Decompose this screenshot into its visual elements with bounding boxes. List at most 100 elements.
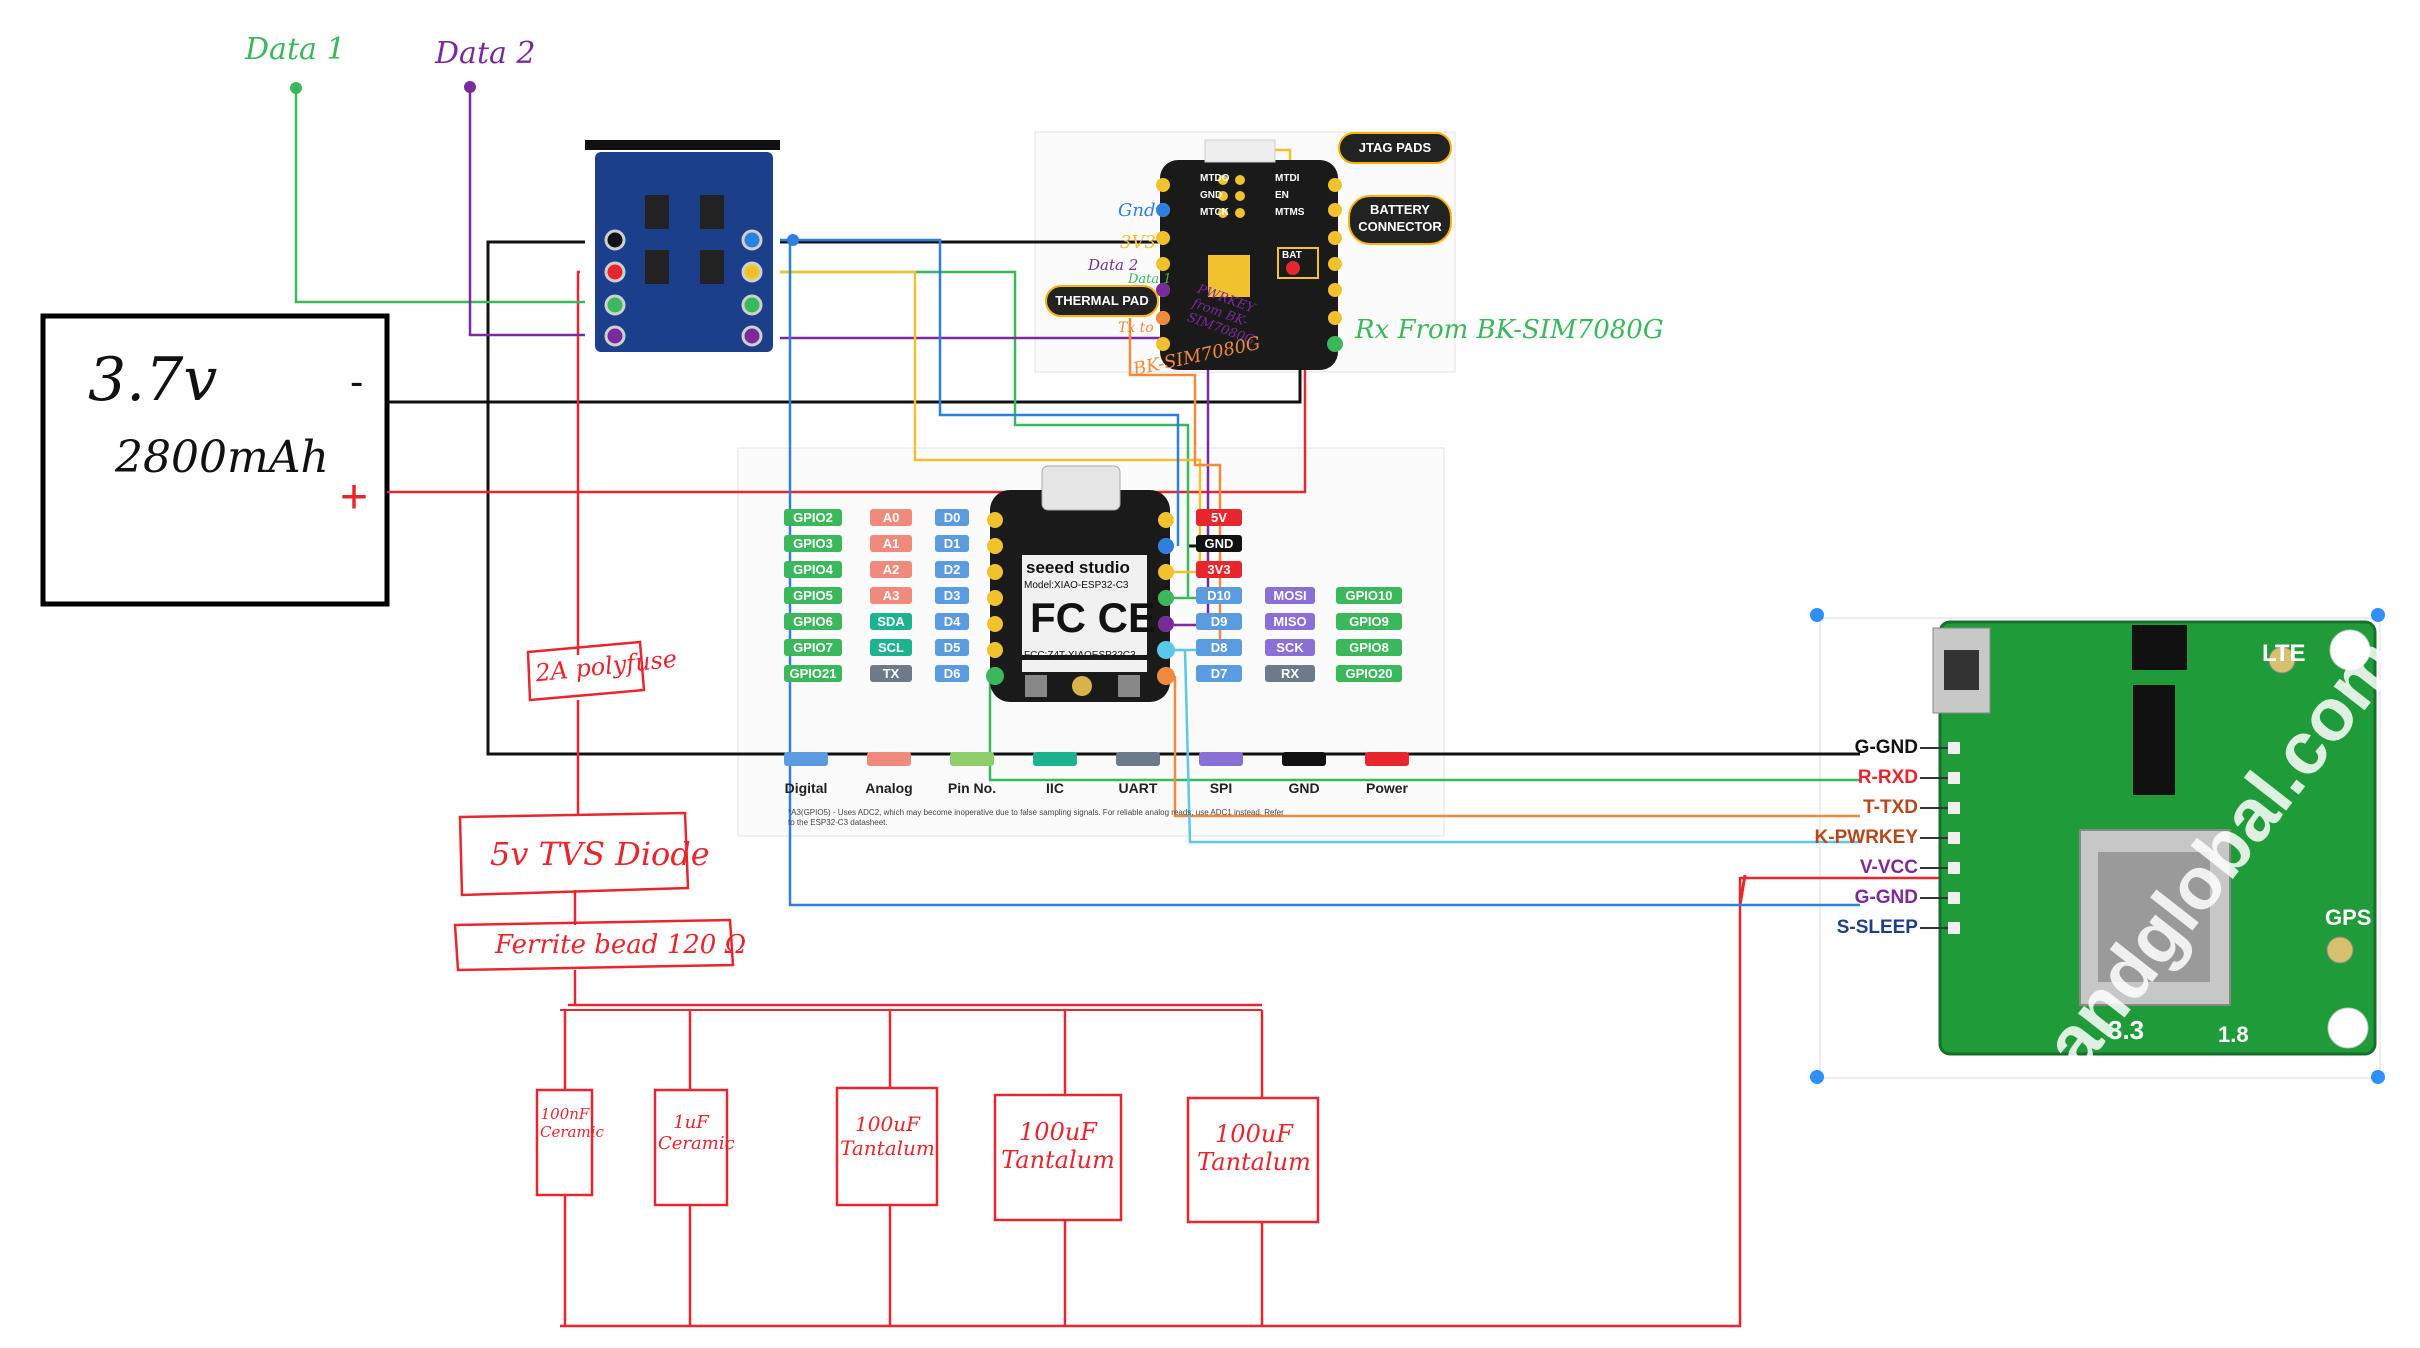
pad-mtdi: MTDI <box>1275 173 1300 184</box>
ferrite-label: Ferrite bead 120 Ω <box>495 930 747 960</box>
sim-pin-rxd: R-RXD <box>1857 767 1918 788</box>
blue-wire <box>760 238 1180 546</box>
tvs-label: 5v TVS Diode <box>490 835 710 873</box>
battery-voltage: 3.7v <box>88 345 218 415</box>
battery-callout: BATTERY CONNECTOR <box>1348 195 1452 245</box>
pin-right-label: GND <box>1196 535 1242 552</box>
data2-wire <box>468 88 615 337</box>
pin-right-gpio: GPIO9 <box>1336 613 1402 630</box>
pin-gpio-label: GPIO4 <box>784 561 842 578</box>
fc-ce-mark: FC CE <box>1030 594 1156 641</box>
pin-right-label: D7 <box>1196 665 1242 682</box>
pin-digital-label: D6 <box>935 665 969 682</box>
cap-box-3 <box>835 1086 939 1207</box>
pad-gnd: GND <box>1200 190 1223 201</box>
pin-right-alt: SCK <box>1265 639 1315 656</box>
legend-swatch <box>950 752 994 766</box>
pin-right-label: D10 <box>1196 587 1242 604</box>
legend-label: Pin No. <box>947 780 997 796</box>
xiao-front-board <box>986 465 1175 702</box>
pin-alt-label: A0 <box>870 509 912 526</box>
pin-right-label: D8 <box>1196 639 1242 656</box>
legend-label: UART <box>1118 780 1158 796</box>
pin-right-alt: MISO <box>1265 613 1315 630</box>
pin-digital-label: D4 <box>935 613 969 630</box>
pin-right-gpio: GPIO8 <box>1336 639 1402 656</box>
pin-gpio-label: GPIO2 <box>784 509 842 526</box>
xiao-footnote-2: to the ESP32-C3 datasheet. <box>788 818 888 827</box>
xiao-fcc: FCC:Z4T-XIAOESP32C3 <box>1024 650 1136 661</box>
pin-digital-label: D1 <box>935 535 969 552</box>
pin-alt-label: A1 <box>870 535 912 552</box>
pin-gpio-label: GPIO3 <box>784 535 842 552</box>
silk-33: 3.3 <box>2108 1015 2145 1045</box>
legend-swatch <box>1282 752 1326 766</box>
silk-18: 1.8 <box>2218 1022 2249 1047</box>
cap2-label: 1uF Ceramic <box>658 1112 735 1154</box>
cap-box-2 <box>653 1088 729 1207</box>
legend-label: Digital <box>784 780 828 796</box>
legend-swatch <box>867 752 911 766</box>
cap4-label: 100uF Tantalum <box>1001 1118 1115 1174</box>
rx-note: Rx From BK-SIM7080G <box>1355 315 1664 345</box>
pad-mtdo: MTDO <box>1200 173 1230 184</box>
ferrite-box <box>453 918 735 972</box>
polyfuse-box <box>526 640 646 702</box>
pad-mtck: MTCK <box>1200 207 1229 218</box>
pin-right-alt: MOSI <box>1265 587 1315 604</box>
sim-module-board <box>1810 608 2385 1084</box>
legend-label: IIC <box>1046 780 1064 796</box>
legend-label: SPI <box>1209 780 1233 796</box>
data1-wire <box>294 90 615 304</box>
legend-swatch <box>1116 752 1160 766</box>
pin-gpio-label: GPIO6 <box>784 613 842 630</box>
legend-label: Analog <box>865 780 913 796</box>
legend-label: Power <box>1365 780 1408 796</box>
xiao-footnote-1: *A3(GPIO5) - Uses ADC2, which may become… <box>788 808 1284 817</box>
legend-swatch <box>784 752 828 766</box>
sim-pin-sleep: S-SLEEP <box>1836 917 1918 938</box>
v33-note: 3V3 <box>1120 232 1156 253</box>
pin-digital-label: D0 <box>935 509 969 526</box>
xiao-brand: seeed studio <box>1026 558 1130 577</box>
sim-pin-gnd-1: G-GND <box>1854 737 1918 758</box>
cap-box-5 <box>1186 1096 1320 1224</box>
sim-pin-pwrkey: K-PWRKEY <box>1814 827 1918 848</box>
legend-swatch <box>1033 752 1077 766</box>
tx-wire <box>1128 318 1222 650</box>
legend-swatch <box>1199 752 1243 766</box>
pad-en: EN <box>1275 190 1289 201</box>
sim-pin-vcc: V-VCC <box>1859 857 1918 878</box>
data2-label: Data 2 <box>435 36 536 71</box>
cap-box-4 <box>993 1093 1123 1222</box>
tvs-box <box>458 811 690 897</box>
data1-note: Data 1 <box>1128 272 1172 287</box>
pin-digital-label: D3 <box>935 587 969 604</box>
pin-right-label: D9 <box>1196 613 1242 630</box>
sim-pin-txd: T-TXD <box>1863 797 1918 818</box>
pin-right-gpio: GPIO10 <box>1336 587 1402 604</box>
silk-lte: LTE <box>2262 640 2306 667</box>
sim-pin-gnd-2: G-GND <box>1854 887 1918 908</box>
xiao-back-board <box>1156 139 1343 370</box>
pin-alt-label: SDA <box>870 613 912 630</box>
pin-alt-label: A3 <box>870 587 912 604</box>
silk-gps: GPS <box>2325 905 2372 930</box>
pin-right-label: 3V3 <box>1196 561 1242 578</box>
pin-right-alt: RX <box>1265 665 1315 682</box>
thermal-callout: THERMAL PAD <box>1045 285 1159 317</box>
battery-plus: + <box>340 471 369 524</box>
pin-alt-label: TX <box>870 665 912 682</box>
pin-digital-label: D5 <box>935 639 969 656</box>
battery-capacity: 2800mAh <box>115 432 329 483</box>
cap-drops <box>563 1010 1264 1326</box>
cap5-label: 100uF Tantalum <box>1197 1120 1311 1176</box>
txto-note: Tx to <box>1118 320 1154 336</box>
pin-right-label: 5V <box>1196 509 1242 526</box>
cap1-label: 100nF Ceramic <box>540 1105 604 1141</box>
legend-label: GND <box>1288 780 1320 796</box>
battery-box <box>40 313 390 607</box>
battery-minus: - <box>350 360 364 404</box>
pin-gpio-label: GPIO21 <box>784 665 842 682</box>
